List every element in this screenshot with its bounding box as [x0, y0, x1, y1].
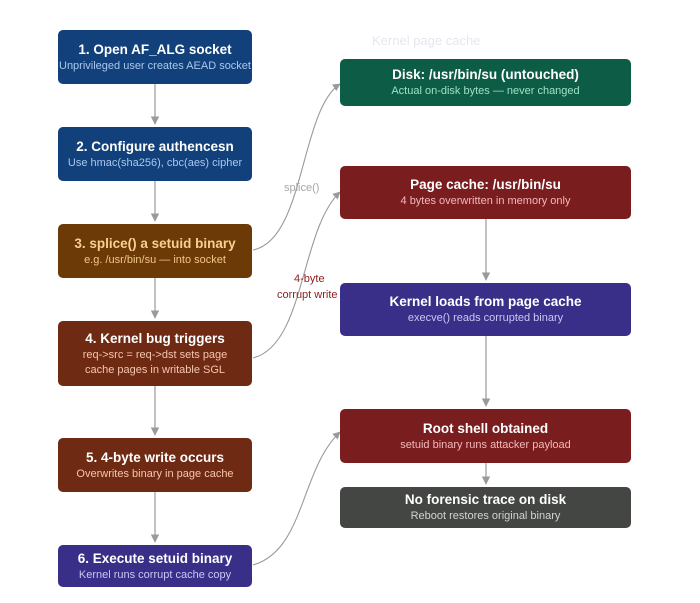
step-kernel-bug-triggers: 4. Kernel bug triggers req->src = req->d… — [58, 321, 252, 386]
curve-execute-to-rootshell — [252, 431, 341, 566]
node-subtitle: execve() reads corrupted binary — [407, 312, 564, 324]
node-kernel-loads-page-cache: Kernel loads from page cache execve() re… — [340, 283, 631, 336]
step-subtitle-line2: cache pages in writable SGL — [84, 363, 226, 376]
step-subtitle: Overwrites binary in page cache — [76, 467, 234, 480]
step-subtitle: Unprivileged user creates AEAD socket — [59, 59, 251, 72]
section-title: Kernel page cache — [372, 33, 481, 48]
node-subtitle: 4 bytes overwritten in memory only — [400, 195, 571, 207]
step-title: 2. Configure authencesn — [76, 138, 234, 154]
node-page-cache: Page cache: /usr/bin/su 4 bytes overwrit… — [340, 166, 631, 219]
node-disk-untouched: Disk: /usr/bin/su (untouched) Actual on-… — [340, 59, 631, 106]
node-title: Page cache: /usr/bin/su — [410, 177, 561, 192]
curve-bug-to-pagecache — [252, 191, 341, 359]
node-subtitle: Actual on-disk bytes — never changed — [391, 85, 580, 97]
step-open-af-alg-socket: 1. Open AF_ALG socket Unprivileged user … — [58, 30, 252, 84]
node-title: No forensic trace on disk — [404, 492, 567, 507]
step-execute-setuid-binary: 6. Execute setuid binary Kernel runs cor… — [58, 545, 252, 587]
step-subtitle: e.g. /usr/bin/su — into socket — [84, 253, 226, 266]
step-title: 4. Kernel bug triggers — [85, 330, 225, 346]
step-splice-setuid-binary: 3. splice() a setuid binary e.g. /usr/bi… — [58, 224, 252, 278]
edge-label-splice: splice() — [284, 182, 320, 194]
step-subtitle: req->src = req->dst sets page — [82, 348, 228, 361]
step-subtitle: Use hmac(sha256), cbc(aes) cipher — [67, 156, 243, 169]
edge-label-corrupt-line1: 4-byte — [294, 273, 325, 285]
step-configure-authencesn: 2. Configure authencesn Use hmac(sha256)… — [58, 127, 252, 181]
step-four-byte-write: 5. 4-byte write occurs Overwrites binary… — [58, 438, 252, 492]
node-title: Disk: /usr/bin/su (untouched) — [392, 67, 579, 82]
node-root-shell-obtained: Root shell obtained setuid binary runs a… — [340, 409, 631, 463]
step-title: 3. splice() a setuid binary — [74, 235, 236, 251]
curve-splice-to-disk — [252, 83, 341, 251]
step-title: 6. Execute setuid binary — [77, 550, 233, 566]
step-subtitle: Kernel runs corrupt cache copy — [78, 568, 232, 581]
step-title: 5. 4-byte write occurs — [85, 449, 225, 465]
node-title: Kernel loads from page cache — [389, 294, 582, 309]
node-title: Root shell obtained — [422, 420, 549, 436]
edge-label-corrupt-line2: corrupt write — [277, 289, 338, 301]
node-subtitle: setuid binary runs attacker payload — [400, 438, 571, 451]
step-title: 1. Open AF_ALG socket — [78, 41, 232, 57]
node-subtitle: Reboot restores original binary — [410, 510, 561, 522]
node-no-forensic-trace: No forensic trace on disk Reboot restore… — [340, 487, 631, 528]
